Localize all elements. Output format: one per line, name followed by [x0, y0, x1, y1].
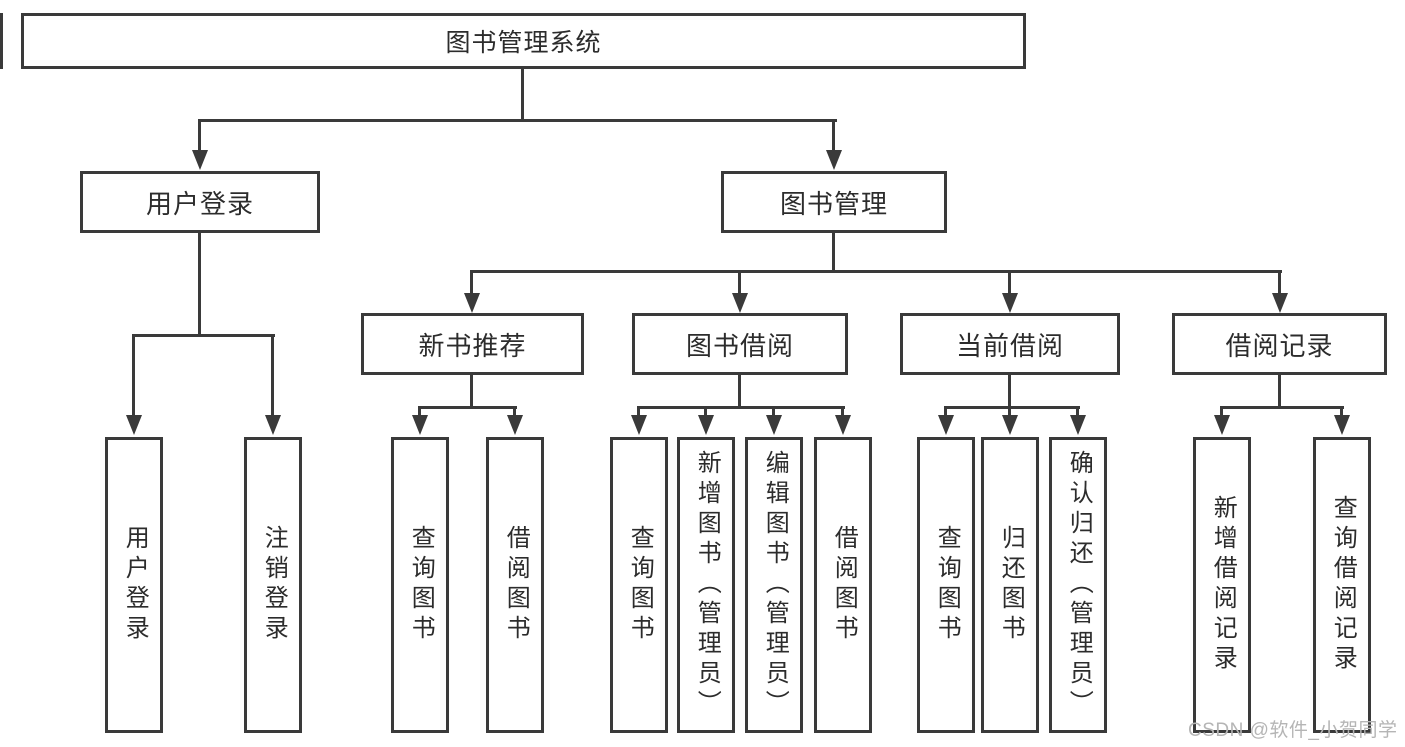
leaf-label: 查询图书 — [407, 525, 435, 645]
leaf-edit-books-admin: 编辑图书（管理员） — [745, 437, 803, 733]
leaf-query-borrow-record: 查询借阅记录 — [1313, 437, 1371, 733]
leaf-label: 归还图书 — [997, 525, 1025, 645]
leaf-confirm-return-admin: 确认归还（管理员） — [1049, 437, 1107, 733]
connector-line — [637, 406, 845, 409]
connector-line — [1220, 406, 1344, 409]
connector-line — [418, 406, 421, 417]
csdn-watermark: CSDN @软件_小贺同学 — [1188, 720, 1398, 741]
connector-line — [198, 233, 201, 337]
leaf-return-books: 归还图书 — [981, 437, 1039, 733]
connector-line — [944, 406, 1080, 409]
leaf-label: 注销登录 — [260, 525, 288, 645]
leaf-logout: 注销登录 — [244, 437, 302, 733]
connector-line — [637, 406, 640, 417]
leaf-label: 新增图书（管理员） — [693, 450, 721, 720]
connector-line — [1008, 406, 1011, 417]
connector-line — [198, 119, 837, 122]
arrowhead-down — [507, 415, 523, 435]
connector-line — [418, 406, 517, 409]
node-user-login: 用户登录 — [80, 171, 320, 233]
connector-line — [132, 334, 275, 337]
connector-line — [470, 270, 473, 295]
connector-line — [772, 406, 775, 417]
leaf-label: 编辑图书（管理员） — [761, 450, 789, 720]
node-label: 图书管理系统 — [445, 29, 602, 57]
connector-line — [1008, 270, 1011, 295]
connector-line — [470, 270, 1282, 273]
node-label: 借阅记录 — [1225, 330, 1334, 361]
connector-line — [944, 406, 947, 417]
connector-line — [198, 119, 201, 153]
leaf-borrow-books-borrowing: 借阅图书 — [814, 437, 872, 733]
connector-line — [1220, 406, 1223, 417]
leaf-borrow-books-recommend: 借阅图书 — [486, 437, 544, 733]
arrowhead-down — [835, 415, 851, 435]
arrowhead-down — [1002, 293, 1018, 313]
arrowhead-down — [732, 293, 748, 313]
leaf-query-books-current: 查询图书 — [917, 437, 975, 733]
leaf-label: 新增借阅记录 — [1209, 495, 1237, 675]
arrowhead-down — [698, 415, 714, 435]
connector-line — [1076, 406, 1079, 417]
connector-line — [738, 270, 741, 295]
connector-line — [1008, 375, 1011, 409]
leaf-label: 查询图书 — [626, 525, 654, 645]
leaf-query-books-borrowing: 查询图书 — [610, 437, 668, 733]
leaf-label: 用户登录 — [121, 525, 149, 645]
connector-line — [470, 375, 473, 409]
leaf-label: 借阅图书 — [502, 525, 530, 645]
connector-line — [832, 119, 835, 153]
connector-line — [841, 406, 844, 417]
connector-line — [132, 334, 135, 417]
leaf-user-login: 用户登录 — [105, 437, 163, 733]
leaf-label: 查询借阅记录 — [1329, 495, 1357, 675]
connector-line — [704, 406, 707, 417]
leaf-add-borrow-record: 新增借阅记录 — [1193, 437, 1251, 733]
arrowhead-down — [265, 415, 281, 435]
leaf-label: 查询图书 — [933, 525, 961, 645]
node-borrowing-records: 借阅记录 — [1172, 313, 1387, 375]
connector-line — [738, 375, 741, 409]
connector-line — [1278, 375, 1281, 409]
arrowhead-down — [1334, 415, 1350, 435]
left-edge-artifact — [0, 13, 3, 69]
connector-line — [1278, 270, 1281, 295]
node-label: 新书推荐 — [418, 330, 527, 361]
arrowhead-down — [766, 415, 782, 435]
leaf-query-books-recommend: 查询图书 — [391, 437, 449, 733]
connector-line — [513, 406, 516, 417]
node-label: 图书管理 — [779, 188, 888, 219]
node-label: 图书借阅 — [685, 330, 794, 361]
node-label: 用户登录 — [145, 188, 254, 219]
node-book-borrowing: 图书借阅 — [632, 313, 848, 375]
arrowhead-down — [1002, 415, 1018, 435]
connector-line — [1340, 406, 1343, 417]
node-library-system: 图书管理系统 — [21, 13, 1026, 69]
node-new-book-recommendation: 新书推荐 — [361, 313, 584, 375]
arrowhead-down — [1214, 415, 1230, 435]
connector-line — [271, 334, 274, 417]
arrowhead-down — [1070, 415, 1086, 435]
arrowhead-down — [192, 150, 208, 170]
arrowhead-down — [464, 293, 480, 313]
arrowhead-down — [938, 415, 954, 435]
arrowhead-down — [412, 415, 428, 435]
node-current-borrowing: 当前借阅 — [900, 313, 1120, 375]
node-book-management: 图书管理 — [721, 171, 947, 233]
connector-line — [832, 233, 835, 273]
node-label: 当前借阅 — [955, 330, 1064, 361]
leaf-label: 借阅图书 — [830, 525, 858, 645]
arrowhead-down — [1272, 293, 1288, 313]
leaf-label: 确认归还（管理员） — [1065, 450, 1093, 720]
arrowhead-down — [826, 150, 842, 170]
leaf-add-books-admin: 新增图书（管理员） — [677, 437, 735, 733]
arrowhead-down — [126, 415, 142, 435]
arrowhead-down — [631, 415, 647, 435]
connector-line — [521, 68, 524, 122]
